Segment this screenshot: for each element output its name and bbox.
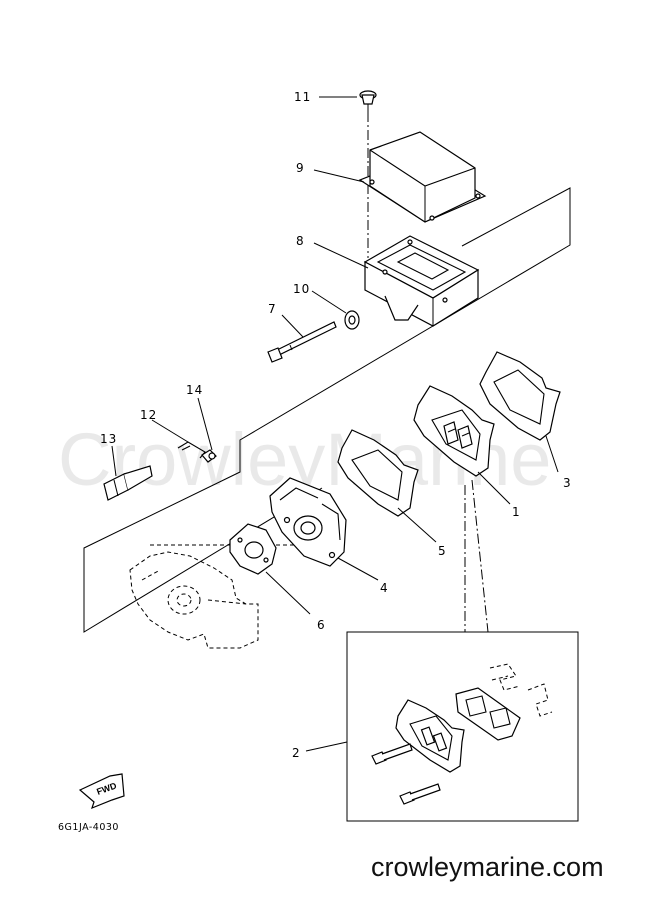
part-8-housing [363,235,480,327]
part-14-fitting [201,449,217,463]
callout-1: 1 [512,505,521,519]
kit-inset-frame [346,631,579,822]
part-3-gasket [479,351,561,441]
callout-4: 4 [380,581,389,595]
callout-12: 12 [140,408,157,422]
footer-site: crowleymarine.com [371,852,604,882]
callout-9: 9 [296,161,305,175]
part-10-grommet [344,310,360,330]
part-11-screw [359,90,377,112]
part-4-manifold [269,477,347,567]
part-2-reed-kit [371,663,553,805]
axis-line-kit-right [471,479,489,633]
part-5-gasket [337,429,419,517]
part-13-knob [103,465,153,501]
part-9-cover [358,131,487,223]
callout-3: 3 [563,476,572,490]
carburetor-reference [129,551,259,649]
exploded-view-frame [83,187,571,633]
leader-lines [111,96,559,752]
part-7-bolt [267,321,337,363]
callout-10: 10 [293,282,310,296]
callout-7: 7 [268,302,277,316]
part-1-reed-valve [413,385,495,477]
part-6-gasket [229,523,277,575]
callouts: 11 9 8 10 7 14 12 13 3 1 5 4 6 2 [100,90,572,760]
fwd-arrow-icon: FWD [78,773,125,810]
callout-13: 13 [100,432,117,446]
callout-8: 8 [296,234,305,248]
callout-5: 5 [438,544,447,558]
diagram-code: 6G1JA-4030 [58,822,119,833]
callout-6: 6 [317,618,326,632]
callout-14: 14 [186,383,203,397]
callout-11: 11 [294,90,311,104]
callout-2: 2 [292,746,301,760]
